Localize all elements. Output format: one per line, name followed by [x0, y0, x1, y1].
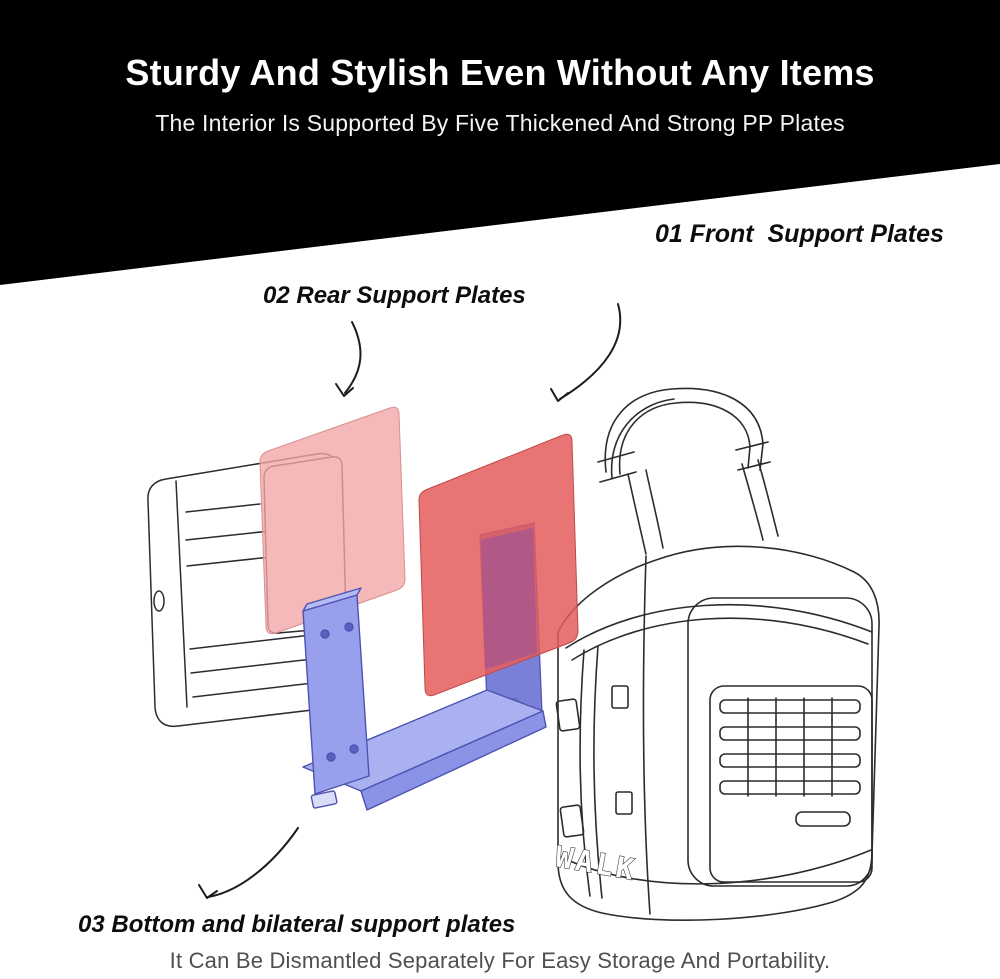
arrow-to-rear-plate-head	[335, 383, 354, 397]
arrow-to-bottom-plate-head	[198, 884, 218, 899]
bottom-plate-front-section	[302, 587, 547, 811]
standing-bag-sketch	[555, 387, 880, 921]
label-front-support-plates: 01 Front Support Plates	[655, 220, 944, 248]
rear-support-plate	[259, 406, 406, 635]
plate-overlap-shade	[481, 528, 537, 669]
footer-caption: It Can Be Dismantled Separately For Easy…	[169, 948, 831, 973]
annotation-arrows	[198, 303, 622, 899]
hero-subtitle: The Interior Is Supported By Five Thicke…	[155, 110, 845, 136]
rivet	[326, 752, 336, 762]
bag-brand-text: WALK	[553, 839, 640, 887]
hero-title: Sturdy And Stylish Even Without Any Item…	[125, 52, 875, 93]
label-bottom-support-plates: 03 Bottom and bilateral support plates	[78, 911, 516, 938]
bottom-plate-front-edge	[360, 710, 547, 811]
label-rear-support-plates: 02 Rear Support Plates	[263, 282, 526, 309]
rivet	[344, 622, 354, 632]
arrow-to-front-plate-head	[550, 388, 569, 402]
plate-foot	[310, 790, 338, 809]
arrow-to-bottom-plate	[207, 827, 299, 898]
rivet	[349, 744, 359, 754]
rivet	[320, 629, 330, 639]
left-support-plate	[302, 594, 370, 795]
arrow-to-rear-plate	[344, 321, 362, 394]
arrow-to-front-plate	[559, 303, 622, 400]
